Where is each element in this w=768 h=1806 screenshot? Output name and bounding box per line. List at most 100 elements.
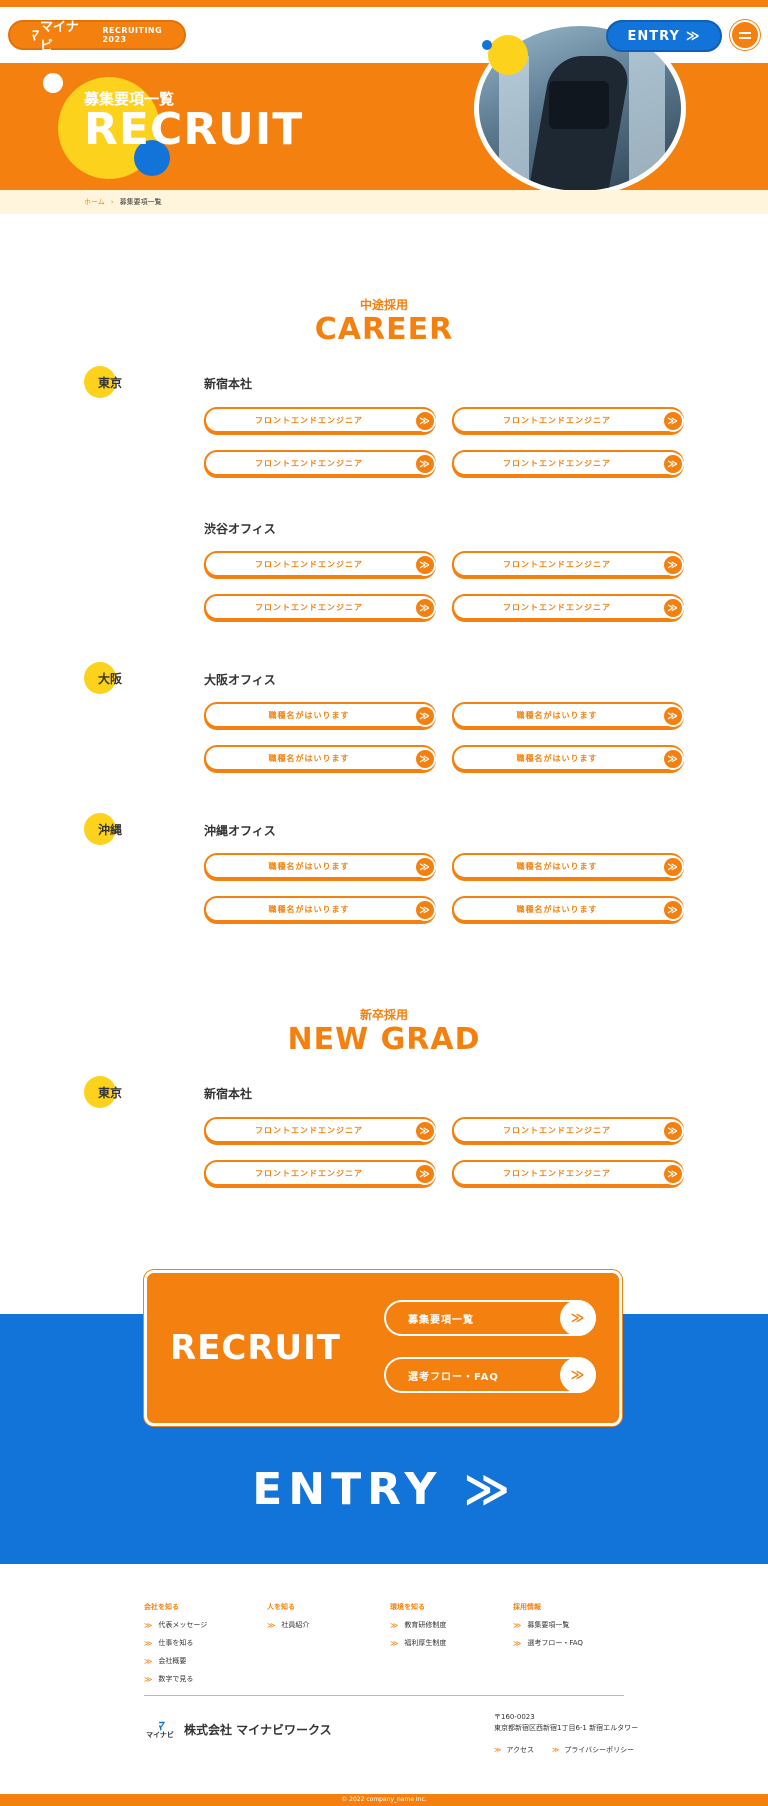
job-link[interactable]: 職種名がはいります ≫ [452, 745, 684, 771]
job-link[interactable]: フロントエンドエンジニア≫ [452, 450, 684, 476]
footer-col-title: 会社を知る [144, 1603, 179, 1611]
footer-link[interactable]: ≫社員紹介 [267, 1620, 310, 1630]
region-label: 東京 [98, 1086, 123, 1100]
button-label: 選考フロー・FAQ [408, 1371, 499, 1383]
job-link[interactable]: 職種名がはいります≫ [204, 745, 436, 771]
job-link[interactable]: フロントエンドエンジニア ≫ [452, 594, 684, 620]
chevron-right-icon: ≫ [414, 597, 436, 619]
office-shibuya: 渋谷オフィス [204, 522, 276, 536]
footer-link[interactable]: ≫選考フロー・FAQ [513, 1638, 583, 1648]
job-label: 職種名がはいります [516, 710, 598, 720]
recruit-box [144, 1270, 622, 1426]
job-label: フロントエンドエンジニア [255, 458, 363, 468]
selection-flow-button[interactable]: 選考フロー・FAQ≫ [384, 1357, 596, 1393]
job-link[interactable]: フロントエンドエンジニア≫ [452, 1160, 684, 1186]
job-link[interactable]: 職種名がはいります≫ [452, 896, 684, 922]
job-link[interactable]: 職種名がはいります≫ [204, 853, 436, 879]
job-link[interactable]: フロントエンドエンジニア ≫ [204, 594, 436, 620]
job-label: フロントエンドエンジニア [503, 602, 611, 612]
job-link[interactable]: フロントエンドエンジニア ≫ [204, 407, 436, 433]
job-link[interactable]: フロントエンドエンジニア≫ [452, 407, 684, 433]
job-label: フロントエンドエンジニア [255, 415, 363, 425]
region-okinawa: 沖縄 [84, 813, 122, 845]
page-title: RECRUIT [84, 104, 304, 155]
job-label: フロントエンドエンジニア [503, 415, 611, 425]
job-link[interactable]: フロントエンドエンジニア≫ [204, 1160, 436, 1186]
job-label: フロントエンドエンジニア [255, 602, 363, 612]
chevron-right-icon: ≫ [662, 597, 684, 619]
footer-col-title: 環境を知る [390, 1603, 425, 1611]
newgrad-title: NEW GRAD [287, 1022, 481, 1057]
chevron-right-icon: ≫ [513, 1620, 522, 1630]
footer-col-environment: 環境を知る ≫教育研修制度 ≫福利厚生制度 [390, 1602, 446, 1656]
region-label: 東京 [98, 376, 123, 390]
chevron-right-icon: ≫ [662, 554, 684, 576]
logo-icon: ﾏ [30, 28, 37, 44]
footer-link[interactable]: ≫教育研修制度 [390, 1620, 447, 1630]
job-link[interactable]: 職種名がはいります≫ [452, 702, 684, 728]
company-name: 株式会社 マイナビワークス [184, 1723, 332, 1737]
recruit-requirements-button[interactable]: 募集要項一覧≫ [384, 1300, 596, 1336]
job-label: フロントエンドエンジニア [255, 559, 363, 569]
job-link[interactable]: フロントエンドエンジニア≫ [204, 450, 436, 476]
job-label: フロントエンドエンジニア [503, 1168, 611, 1178]
career-heading: 中途採用 CAREER [0, 296, 768, 348]
access-link[interactable]: ≫アクセス [494, 1746, 534, 1754]
entry-label: ENTRY [627, 28, 680, 44]
entry-link[interactable]: ENTRY ≫ [252, 1464, 516, 1515]
job-label: 職種名がはいります [516, 861, 598, 871]
photo-yellow-circle [488, 35, 528, 75]
job-link[interactable]: 職種名がはいります ≫ [204, 702, 436, 728]
hamburger-icon [739, 31, 751, 34]
chevron-right-icon: ≫ [414, 1120, 436, 1142]
site-logo[interactable]: ﾏ マイナビ RECRUITING 2023 [8, 20, 186, 54]
job-link[interactable]: フロントエンドエンジニア≫ [452, 551, 684, 577]
chevron-right-icon: ≫ [144, 1656, 153, 1666]
address-line: 東京都新宿区西新宿1丁目6-1 新宿エルタワー [494, 1723, 639, 1732]
chevron-right-icon: ≫ [414, 705, 436, 727]
job-link[interactable]: フロントエンドエンジニア≫ [452, 1117, 684, 1143]
privacy-link[interactable]: ≫プライバシーポリシー [551, 1746, 635, 1754]
chevron-right-icon: ≫ [414, 410, 436, 432]
footer-link[interactable]: ≫仕事を知る [144, 1638, 194, 1648]
breadcrumb-current: 募集要項一覧 [119, 198, 162, 206]
footer-link[interactable]: ≫数字で見る [144, 1674, 194, 1684]
postal-code: 〒160-0023 [494, 1713, 535, 1721]
job-label: 職種名がはいります [516, 904, 598, 914]
header-entry-button[interactable]: ENTRY ≫ [606, 20, 722, 52]
job-link[interactable]: 職種名がはいります ≫ [204, 896, 436, 922]
footer-link[interactable]: ≫代表メッセージ [144, 1620, 208, 1630]
region-label: 大阪 [98, 672, 123, 686]
footer-divider [144, 1695, 624, 1696]
job-label: 職種名がはいります [516, 753, 598, 763]
chevron-right-icon: ≫ [414, 554, 436, 576]
footer-link[interactable]: ≫会社概要 [144, 1656, 187, 1666]
job-label: 職種名がはいります [268, 904, 350, 914]
office-shinjuku: 新宿本社 [204, 1087, 253, 1101]
newgrad-subtitle: 新卒採用 [359, 1008, 408, 1022]
footer-logo[interactable]: ﾏマイナビ 株式会社 マイナビワークス [146, 1720, 332, 1739]
breadcrumb: ホーム › 募集要項一覧 [0, 190, 768, 214]
menu-button[interactable] [730, 20, 760, 50]
chevron-right-icon: ≫ [414, 748, 436, 770]
job-label: 職種名がはいります [268, 710, 350, 720]
chevron-right-icon: ≫ [662, 748, 684, 770]
chevron-right-icon: ≫ [414, 899, 436, 921]
region-tokyo: 東京 [84, 1076, 122, 1108]
company-logo-icon: ﾏマイナビ [146, 1719, 174, 1739]
job-link[interactable]: フロントエンドエンジニア≫ [204, 1117, 436, 1143]
job-label: フロントエンドエンジニア [503, 458, 611, 468]
chevron-right-icon: ≫ [414, 856, 436, 878]
office-shinjuku: 新宿本社 [204, 377, 253, 391]
chevron-right-icon: ≫ [144, 1674, 153, 1684]
top-accent-bar [0, 0, 768, 7]
breadcrumb-home[interactable]: ホーム [84, 198, 105, 206]
job-link[interactable]: フロントエンドエンジニア ≫ [204, 551, 436, 577]
footer-link[interactable]: ≫募集要項一覧 [513, 1620, 570, 1630]
job-label: フロントエンドエンジニア [255, 1168, 363, 1178]
chevron-right-icon: ≫ [560, 1300, 596, 1336]
career-subtitle: 中途採用 [359, 298, 408, 312]
footer-link[interactable]: ≫福利厚生制度 [390, 1638, 447, 1648]
footer-col-people: 人を知る ≫社員紹介 [267, 1602, 309, 1638]
job-link[interactable]: 職種名がはいります≫ [452, 853, 684, 879]
